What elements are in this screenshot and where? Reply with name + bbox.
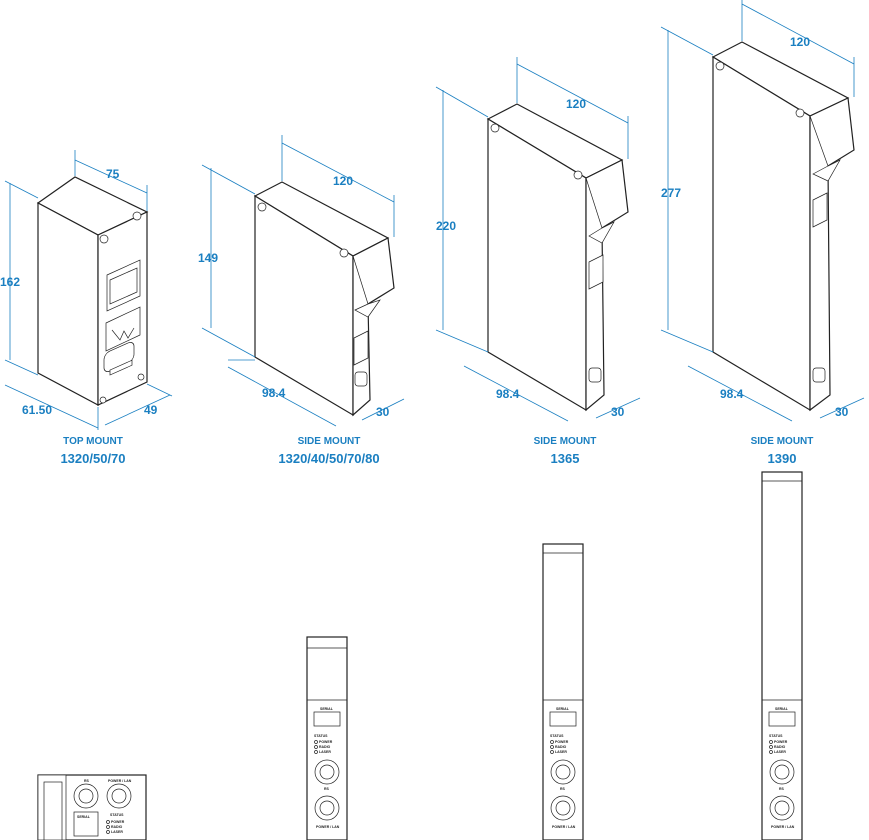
serial-label: SERIAL (775, 707, 789, 711)
screw-icon (137, 373, 145, 381)
power-lan-label: POWER / LAN (552, 825, 576, 829)
side-mount-c-iso: 120 277 98.4 30 (660, 0, 865, 422)
led-label: RADIO (319, 745, 331, 749)
rs-label: RS (324, 787, 330, 791)
status-label: STATUS (110, 813, 124, 817)
status-label: STATUS (550, 734, 564, 738)
dim-side-label: 30 (376, 405, 390, 419)
power-lan-label: POWER / LAN (771, 825, 795, 829)
dim-width-label: 120 (333, 174, 353, 188)
caption-type: SIDE MOUNT (751, 436, 814, 447)
caption-type: SIDE MOUNT (298, 436, 361, 447)
logo-mark-icon (111, 327, 135, 341)
scanner-window (354, 299, 381, 318)
side-mount-c-panel-view: SERIAL STATUS POWER RADIO LASER RS POWER… (761, 471, 803, 840)
serial-label: SERIAL (77, 815, 91, 819)
dim-depth-label: 98.4 (496, 387, 520, 401)
caption-type: SIDE MOUNT (534, 436, 597, 447)
logo-icon (588, 254, 604, 290)
scanner-window (812, 159, 841, 182)
power-lan-label: POWER / LAN (316, 825, 340, 829)
dim-width-label: 120 (790, 35, 810, 49)
logo-icon (812, 192, 828, 228)
led-label: LASER (319, 750, 331, 754)
led-label: POWER (774, 740, 788, 744)
top-mount-panel-view: RS POWER / LAN SERIAL STATUS POWER RADIO… (37, 774, 147, 840)
dim-height-label: 149 (198, 251, 218, 265)
screw-icon (715, 61, 725, 71)
status-label: STATUS (314, 734, 328, 738)
logo-icon (353, 330, 369, 366)
button-icon (812, 367, 826, 383)
screw-icon (257, 202, 267, 212)
dim-depth-label: 98.4 (720, 387, 744, 401)
brand-plate (109, 359, 133, 376)
side-mount-b-iso: 120 220 98.4 30 (435, 57, 641, 422)
dim-depth-label: 61.50 (22, 403, 52, 417)
caption-models: 1320/40/50/70/80 (278, 451, 379, 466)
serial-box (73, 811, 99, 837)
led-label: RADIO (774, 745, 786, 749)
screw-icon (99, 396, 107, 404)
scanner-window (588, 221, 615, 244)
led-label: POWER (111, 820, 125, 824)
power-lan-label: POWER / LAN (108, 779, 132, 783)
dim-height-label: 220 (436, 219, 456, 233)
side-mount-a-iso: 120 149 98.4 30 (198, 135, 405, 427)
led-label: RADIO (555, 745, 567, 749)
screw-icon (573, 170, 583, 180)
caption-models: 1365 (551, 451, 580, 466)
scanner-glass (109, 267, 138, 305)
screw-icon (132, 211, 142, 221)
screw-icon (339, 248, 349, 258)
dim-side-label: 49 (144, 403, 158, 417)
dim-height-label: 162 (0, 275, 20, 289)
caption-type: TOP MOUNT (63, 436, 123, 447)
button-icon (588, 367, 602, 383)
serial-label: SERIAL (556, 707, 570, 711)
rs-label: RS (779, 787, 785, 791)
caption-models: 1320/50/70 (60, 451, 125, 466)
serial-label: SERIAL (320, 707, 334, 711)
dim-height-label: 277 (661, 186, 681, 200)
status-label: STATUS (769, 734, 783, 738)
button-icon (354, 371, 368, 387)
led-label: POWER (319, 740, 333, 744)
led-label: LASER (111, 830, 123, 834)
rs-label: RS (560, 787, 566, 791)
side-mount-a-panel-view: SERIAL STATUS POWER RADIO LASER RS POWER… (306, 636, 348, 840)
side-mount-b-panel-view: SERIAL STATUS POWER RADIO LASER RS POWER… (542, 543, 584, 840)
caption-models: 1390 (768, 451, 797, 466)
led-label: LASER (555, 750, 567, 754)
dim-side-label: 30 (835, 405, 849, 419)
led-label: POWER (555, 740, 569, 744)
dim-side-label: 30 (611, 405, 625, 419)
dim-width-label: 120 (566, 97, 586, 111)
led-label: LASER (774, 750, 786, 754)
screw-icon (490, 123, 500, 133)
screw-icon (99, 234, 109, 244)
rs-label: RS (84, 779, 90, 783)
dim-depth-label: 98.4 (262, 386, 286, 400)
screw-icon (795, 108, 805, 118)
dim-width-label: 75 (106, 167, 120, 181)
top-mount-iso: 75 162 61.50 49 (0, 150, 173, 430)
led-label: RADIO (111, 825, 123, 829)
